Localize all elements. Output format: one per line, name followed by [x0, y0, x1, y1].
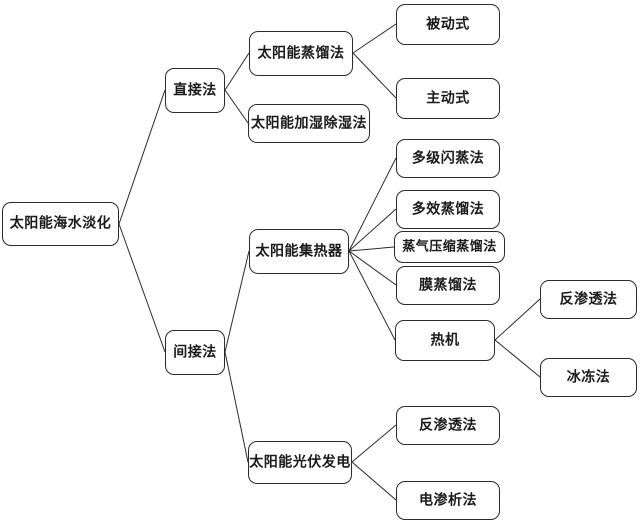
edge-root-to-n1 — [118, 89, 166, 225]
edge-n8-to-n17 — [351, 461, 397, 501]
node-n12[interactable]: 膜蒸馏法 — [396, 266, 500, 305]
edge-n8-to-n16 — [351, 424, 397, 463]
node-n5[interactable]: 被动式 — [396, 4, 500, 45]
node-n14[interactable]: 反渗透法 — [540, 280, 637, 319]
node-n1[interactable]: 直接法 — [165, 68, 225, 113]
node-n6[interactable]: 主动式 — [396, 78, 500, 119]
node-label: 间接法 — [173, 344, 217, 360]
node-n7[interactable]: 太阳能集热器 — [249, 229, 349, 274]
edge-n13-to-n15 — [494, 339, 541, 378]
node-label: 多级闪蒸法 — [411, 150, 485, 166]
node-n2[interactable]: 间接法 — [165, 330, 225, 375]
node-label: 膜蒸馏法 — [419, 277, 477, 293]
node-n11[interactable]: 蒸气压缩蒸馏法 — [394, 231, 505, 263]
edge-n7-to-n11 — [348, 246, 395, 252]
edge-root-to-n2 — [118, 223, 166, 353]
node-n16[interactable]: 反渗透法 — [396, 406, 500, 445]
edge-n7-to-n13 — [348, 250, 396, 341]
edge-n7-to-n10 — [348, 208, 397, 252]
node-label: 太阳能集热器 — [255, 243, 343, 259]
node-label: 热机 — [430, 332, 460, 348]
node-n9[interactable]: 多级闪蒸法 — [396, 139, 500, 178]
edge-n3-to-n5 — [352, 23, 397, 54]
node-label: 反渗透法 — [559, 291, 618, 307]
node-n17[interactable]: 电渗析法 — [396, 481, 500, 520]
edge-n7-to-n9 — [348, 157, 397, 252]
node-label: 直接法 — [173, 82, 217, 98]
edge-n13-to-n14 — [494, 298, 541, 341]
edge-n7-to-n12 — [348, 250, 397, 286]
node-n4[interactable]: 太阳能加湿除湿法 — [248, 104, 370, 143]
node-label: 冰冻法 — [566, 369, 611, 385]
node-label: 太阳能加湿除湿法 — [251, 115, 367, 131]
edge-n1-to-n3 — [224, 52, 250, 91]
node-n13[interactable]: 热机 — [395, 320, 495, 361]
node-n8[interactable]: 太阳能光伏发电 — [248, 441, 352, 484]
node-root[interactable]: 太阳能海水淡化 — [2, 202, 119, 246]
edge-n1-to-n4 — [224, 89, 249, 124]
edge-n2-to-n7 — [224, 250, 250, 353]
edge-n2-to-n8 — [224, 351, 249, 463]
node-n3[interactable]: 太阳能蒸馏法 — [249, 31, 353, 76]
node-n10[interactable]: 多效蒸馏法 — [396, 190, 500, 229]
node-label: 被动式 — [426, 16, 470, 32]
node-n15[interactable]: 冰冻法 — [540, 358, 637, 397]
node-label: 主动式 — [426, 90, 470, 106]
edge-n3-to-n6 — [352, 52, 397, 99]
node-label: 多效蒸馏法 — [411, 201, 485, 217]
node-label: 电渗析法 — [419, 492, 477, 508]
node-label: 太阳能海水淡化 — [9, 215, 112, 232]
node-label: 太阳能蒸馏法 — [257, 45, 345, 61]
node-label: 反渗透法 — [419, 417, 477, 433]
node-label: 蒸气压缩蒸馏法 — [402, 239, 497, 254]
node-label: 太阳能光伏发电 — [249, 454, 351, 470]
